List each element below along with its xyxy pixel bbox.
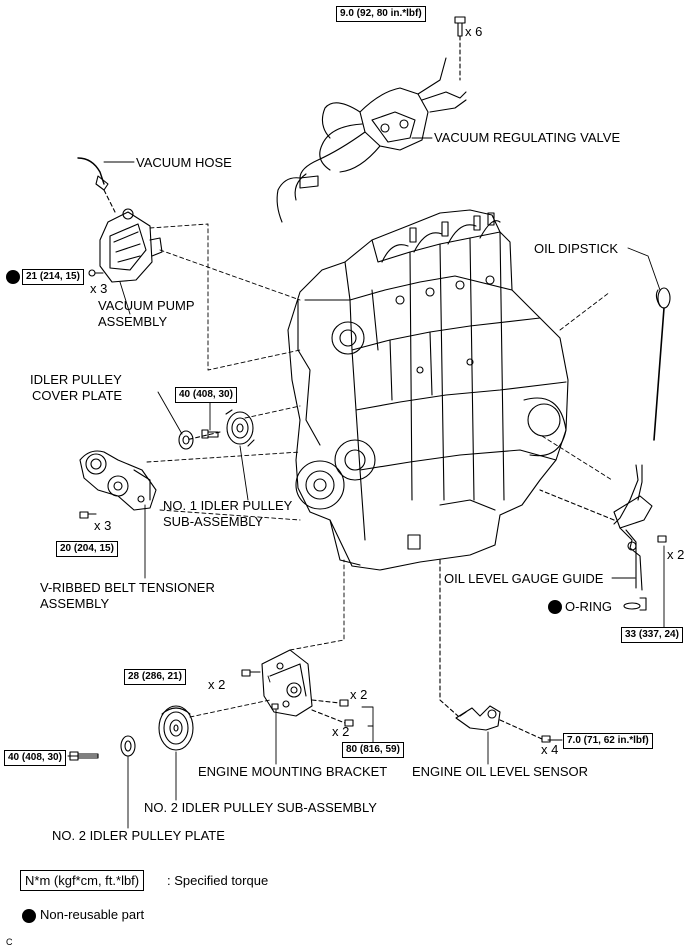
vacuum-pump-art (88, 208, 163, 283)
torque-sensor-bolts: 7.0 (71, 62 in.*lbf) (563, 733, 653, 749)
valve-bolt-art (454, 16, 466, 81)
legend-torque-box: N*m (kgf*cm, ft.*lbf) (20, 870, 145, 891)
engine-block (287, 209, 569, 571)
footer-code: C (6, 937, 13, 947)
leader-lines (67, 137, 665, 829)
label-engine-mounting-bracket: ENGINE MOUNTING BRACKET (198, 764, 388, 779)
non-reusable-dot-vacuum-pump (6, 270, 20, 284)
label-vacuum-pump-line2: ASSEMBLY (98, 314, 168, 329)
oil-level-sensor-art (439, 559, 551, 743)
label-idler-cover-line1: IDLER PULLEY (30, 372, 122, 387)
torque-vacuum-pump-bolts: 21 (214, 15) (22, 269, 84, 285)
tensioner-art (79, 450, 157, 519)
qty-bracket-top-bolts: x 2 (208, 677, 226, 692)
torque-gauge-guide-bolts: 33 (337, 24) (621, 627, 683, 643)
legend-non-reusable-text: Non-reusable part (40, 907, 145, 922)
qty-bracket-right-b: x 2 (332, 724, 350, 739)
torque-idler-bolt: 40 (408, 30) (175, 387, 237, 403)
label-no1-idler-line2: SUB-ASSEMBLY (163, 514, 264, 529)
label-tensioner-line1: V-RIBBED BELT TENSIONER (40, 580, 215, 595)
label-no2-idler-pulley-plate: NO. 2 IDLER PULLEY PLATE (52, 828, 225, 843)
vacuum-regulating-valve-art (276, 57, 467, 223)
legend-torque-text: : Specified torque (167, 873, 269, 888)
label-engine-oil-level-sensor: ENGINE OIL LEVEL SENSOR (412, 764, 589, 779)
label-no2-idler-pulley-sub-assembly: NO. 2 IDLER PULLEY SUB-ASSEMBLY (144, 800, 377, 815)
idler-pulley-art (178, 409, 255, 450)
label-no1-idler-pulley: NO. 1 IDLER PULLEY SUB-ASSEMBLY (163, 498, 292, 529)
no2-idler-pulley-art (69, 705, 194, 761)
qty-gauge-guide-bolts: x 2 (667, 547, 685, 562)
label-tensioner-line2: ASSEMBLY (40, 596, 110, 611)
engine-mounting-bracket-art (241, 649, 354, 727)
label-vacuum-regulating-valve: VACUUM REGULATING VALVE (434, 130, 621, 145)
label-vacuum-pump-line1: VACUUM PUMP (98, 298, 195, 313)
torque-tensioner-bolts: 20 (204, 15) (56, 541, 118, 557)
label-oil-level-gauge-guide: OIL LEVEL GAUGE GUIDE (444, 571, 604, 586)
qty-bracket-right-a: x 2 (350, 687, 368, 702)
label-no1-idler-line1: NO. 1 IDLER PULLEY (163, 498, 293, 513)
label-vacuum-hose: VACUUM HOSE (136, 155, 232, 170)
legend-non-reusable-dot (22, 909, 36, 923)
torque-valve-bolts: 9.0 (92, 80 in.*lbf) (336, 6, 426, 22)
torque-no2-idler-bolt: 40 (408, 30) (4, 750, 66, 766)
vacuum-hose-art (77, 157, 116, 213)
label-idler-cover-line2: COVER PLATE (32, 388, 123, 403)
qty-valve-bolts: x 6 (465, 24, 483, 39)
gauge-guide-art (539, 464, 667, 611)
qty-vacuum-pump-bolts: x 3 (90, 281, 108, 296)
non-reusable-dot-o-ring (548, 600, 562, 614)
qty-tensioner-bolts: x 3 (94, 518, 112, 533)
label-oil-dipstick: OIL DIPSTICK (534, 241, 619, 256)
label-vacuum-pump-assembly: VACUUM PUMP ASSEMBLY (98, 298, 195, 329)
oil-dipstick-art (653, 287, 671, 441)
torque-bracket-bottom-bolts: 80 (816, 59) (342, 742, 404, 758)
qty-sensor-bolts: x 4 (541, 742, 559, 757)
label-v-ribbed-belt-tensioner: V-RIBBED BELT TENSIONER ASSEMBLY (40, 580, 215, 611)
label-o-ring: O-RING (565, 599, 612, 614)
label-idler-pulley-cover-plate: IDLER PULLEY COVER PLATE (30, 372, 122, 403)
torque-bracket-top-bolts: 28 (286, 21) (124, 669, 186, 685)
guide-lines (146, 223, 613, 718)
